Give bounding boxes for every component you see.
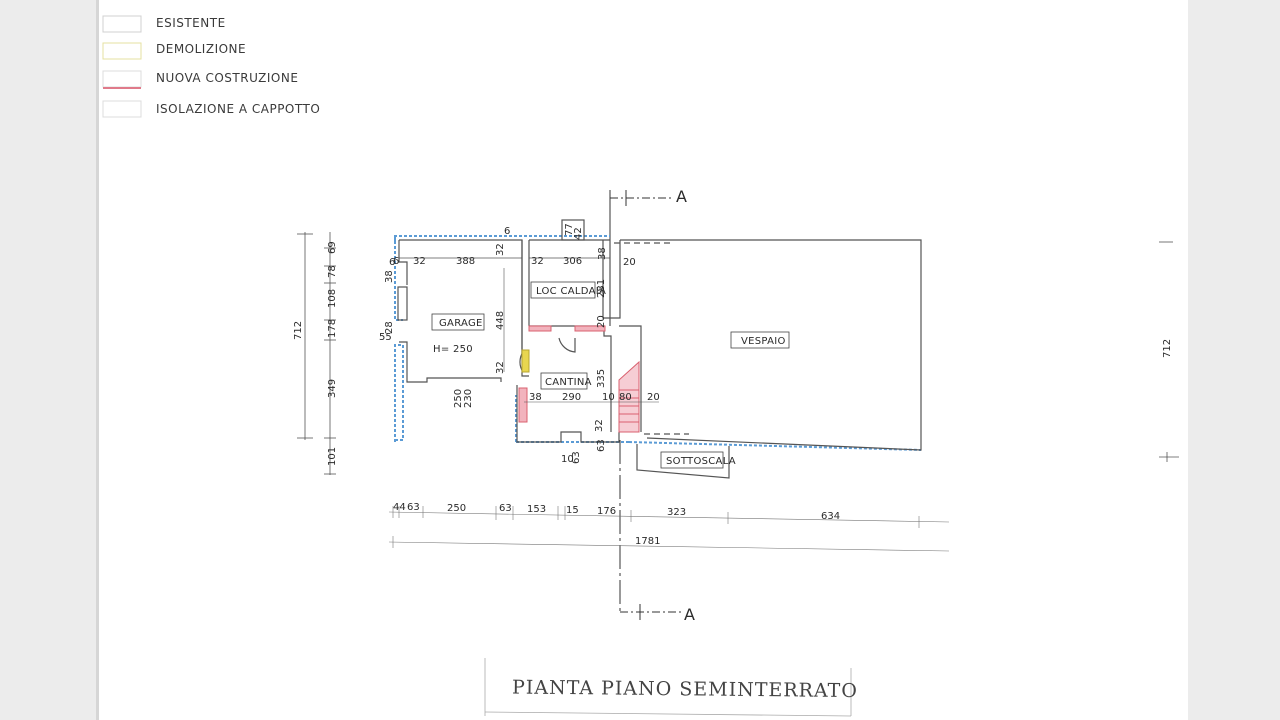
- dim-left-2: 78: [327, 265, 338, 278]
- dim-garage-b1: 250: [453, 389, 464, 408]
- room-labels: GARAGE H= 250 LOC CALDAIA CANTINA VESPAI…: [431, 281, 790, 469]
- room-label-box-cantina: [540, 372, 588, 390]
- dim-top-1: 6: [393, 256, 399, 267]
- dim-bottom-8: 323: [667, 507, 686, 518]
- room-height-garage: H= 250: [433, 344, 473, 355]
- legend-label-new: NUOVA COSTRUZIONE: [156, 71, 298, 85]
- room-label-garage: GARAGE: [439, 318, 483, 329]
- dim-left-1: 69: [327, 241, 338, 254]
- dim-bottom-6: 15: [566, 505, 579, 516]
- dim-bottom-2: 63: [407, 502, 420, 513]
- partition-garage: [521, 240, 530, 377]
- dim-bottom-9: 634: [821, 511, 840, 522]
- room-label-cantina: CANTINA: [545, 377, 592, 388]
- dim-caldaia-v1: 281: [596, 279, 607, 298]
- dim-left-total: 712: [293, 321, 304, 340]
- legend-label-insulation: ISOLAZIONE A CAPPOTTO: [156, 102, 320, 116]
- vespaio-walls: [620, 239, 922, 451]
- legend-swatch-demolition: [102, 42, 142, 60]
- dim-right-total: 712: [1162, 339, 1173, 358]
- dim-left-5: 349: [327, 379, 338, 398]
- dim-top-mark: 6: [504, 226, 510, 237]
- drawing-title: PIANTA PIANO SEMINTERRATO: [512, 676, 858, 702]
- legend-swatch-insulation: [102, 100, 142, 118]
- dim-cantina-v1: 335: [596, 369, 607, 388]
- left-dimension-lines: [297, 232, 336, 475]
- dim-cantina-1: 38: [529, 392, 542, 403]
- dim-caldaia-v2: 20: [596, 315, 607, 328]
- dim-left-small-2: 38: [384, 270, 395, 283]
- title-block: [484, 658, 852, 717]
- dim-garage-v: 448: [495, 311, 506, 330]
- dim-cantina-5: 20: [647, 392, 660, 403]
- dim-top-2: 32: [413, 256, 426, 267]
- dim-bottom-3: 250: [447, 503, 466, 514]
- dim-small-bottom-2: 63: [571, 451, 582, 464]
- dim-top-4: 32: [495, 243, 506, 256]
- new-wall-cantina: [518, 387, 528, 423]
- legend: ESISTENTE DEMOLIZIONE NUOVA COSTRUZIONE …: [102, 15, 320, 118]
- dim-top-3: 388: [456, 256, 475, 267]
- drawing-sheet: ESISTENTE DEMOLIZIONE NUOVA COSTRUZIONE …: [96, 0, 1188, 720]
- door-caldaia: [558, 337, 576, 353]
- dim-garage-b2: 230: [463, 389, 474, 408]
- new-construction: [518, 325, 640, 433]
- new-wall-caldaia: [528, 325, 552, 332]
- room-label-box-caldaia: [530, 281, 596, 299]
- dim-bottom-total: 1781: [635, 536, 660, 547]
- dim-top-8: 20: [623, 257, 636, 268]
- room-label-box-vespaio: [730, 331, 790, 349]
- dim-top-6: 306: [563, 256, 582, 267]
- dim-cantina-v2: 32: [495, 361, 506, 374]
- dim-small-bottom-3: 63: [596, 439, 607, 452]
- dim-cantina-v3: 32: [594, 419, 605, 432]
- section-label-top: A: [676, 187, 687, 206]
- dim-cantina-4: 80: [619, 392, 632, 403]
- dim-chimney-1: 77: [564, 223, 575, 236]
- dim-bottom-4: 63: [499, 503, 512, 514]
- dim-left-small-3: 55: [379, 332, 392, 343]
- section-line: [609, 190, 681, 620]
- garage-window: [397, 286, 408, 321]
- dim-left-small-1: 6: [389, 257, 395, 268]
- room-label-sottoscala: SOTTOSCALA: [666, 456, 736, 467]
- floor-plan-drawing: ESISTENTE DEMOLIZIONE NUOVA COSTRUZIONE …: [102, 15, 1179, 717]
- dim-small-bottom-1: 10: [561, 454, 574, 465]
- dim-bottom-7: 176: [597, 506, 616, 517]
- dim-left-4: 178: [327, 319, 338, 338]
- dim-cantina-3: 10: [602, 392, 615, 403]
- insulation-line-garage: [394, 235, 610, 442]
- demolition-wall: [521, 349, 530, 373]
- new-wall-caldaia-2: [574, 325, 606, 332]
- section-label-bottom: A: [684, 605, 695, 624]
- legend-swatch-existing: [102, 15, 142, 33]
- room-label-caldaia: LOC CALDAIA: [536, 286, 606, 297]
- stair-wall: [619, 325, 642, 432]
- dim-left-3: 108: [327, 289, 338, 308]
- dim-top-7: 38: [597, 247, 608, 260]
- right-dimension: [1159, 241, 1179, 462]
- legend-label-existing: ESISTENTE: [156, 16, 226, 30]
- sottoscala-walls: [636, 444, 730, 479]
- room-label-box-garage: [431, 313, 485, 331]
- caldaia-walls: [529, 239, 621, 326]
- room-label-vespaio: VESPAIO: [741, 336, 786, 347]
- legend-swatch-new: [102, 70, 142, 88]
- dim-cantina-2: 290: [562, 392, 581, 403]
- dim-left-small-4: 28: [384, 321, 395, 334]
- stair-steps: [619, 389, 639, 423]
- existing-walls: [397, 219, 922, 479]
- dim-chimney-2: 42: [573, 227, 584, 240]
- dim-bottom-5: 153: [527, 504, 546, 515]
- chimney: [561, 219, 585, 241]
- room-label-box-sottoscala: [660, 451, 724, 469]
- dim-bottom-1: 44: [393, 502, 406, 513]
- legend-label-demolition: DEMOLIZIONE: [156, 42, 246, 56]
- dim-left-6: 101: [327, 447, 338, 466]
- cantina-walls: [516, 385, 620, 443]
- dim-top-5: 32: [531, 256, 544, 267]
- bottom-dimension-line: [388, 506, 950, 552]
- insulation-line-bottom: [515, 395, 922, 451]
